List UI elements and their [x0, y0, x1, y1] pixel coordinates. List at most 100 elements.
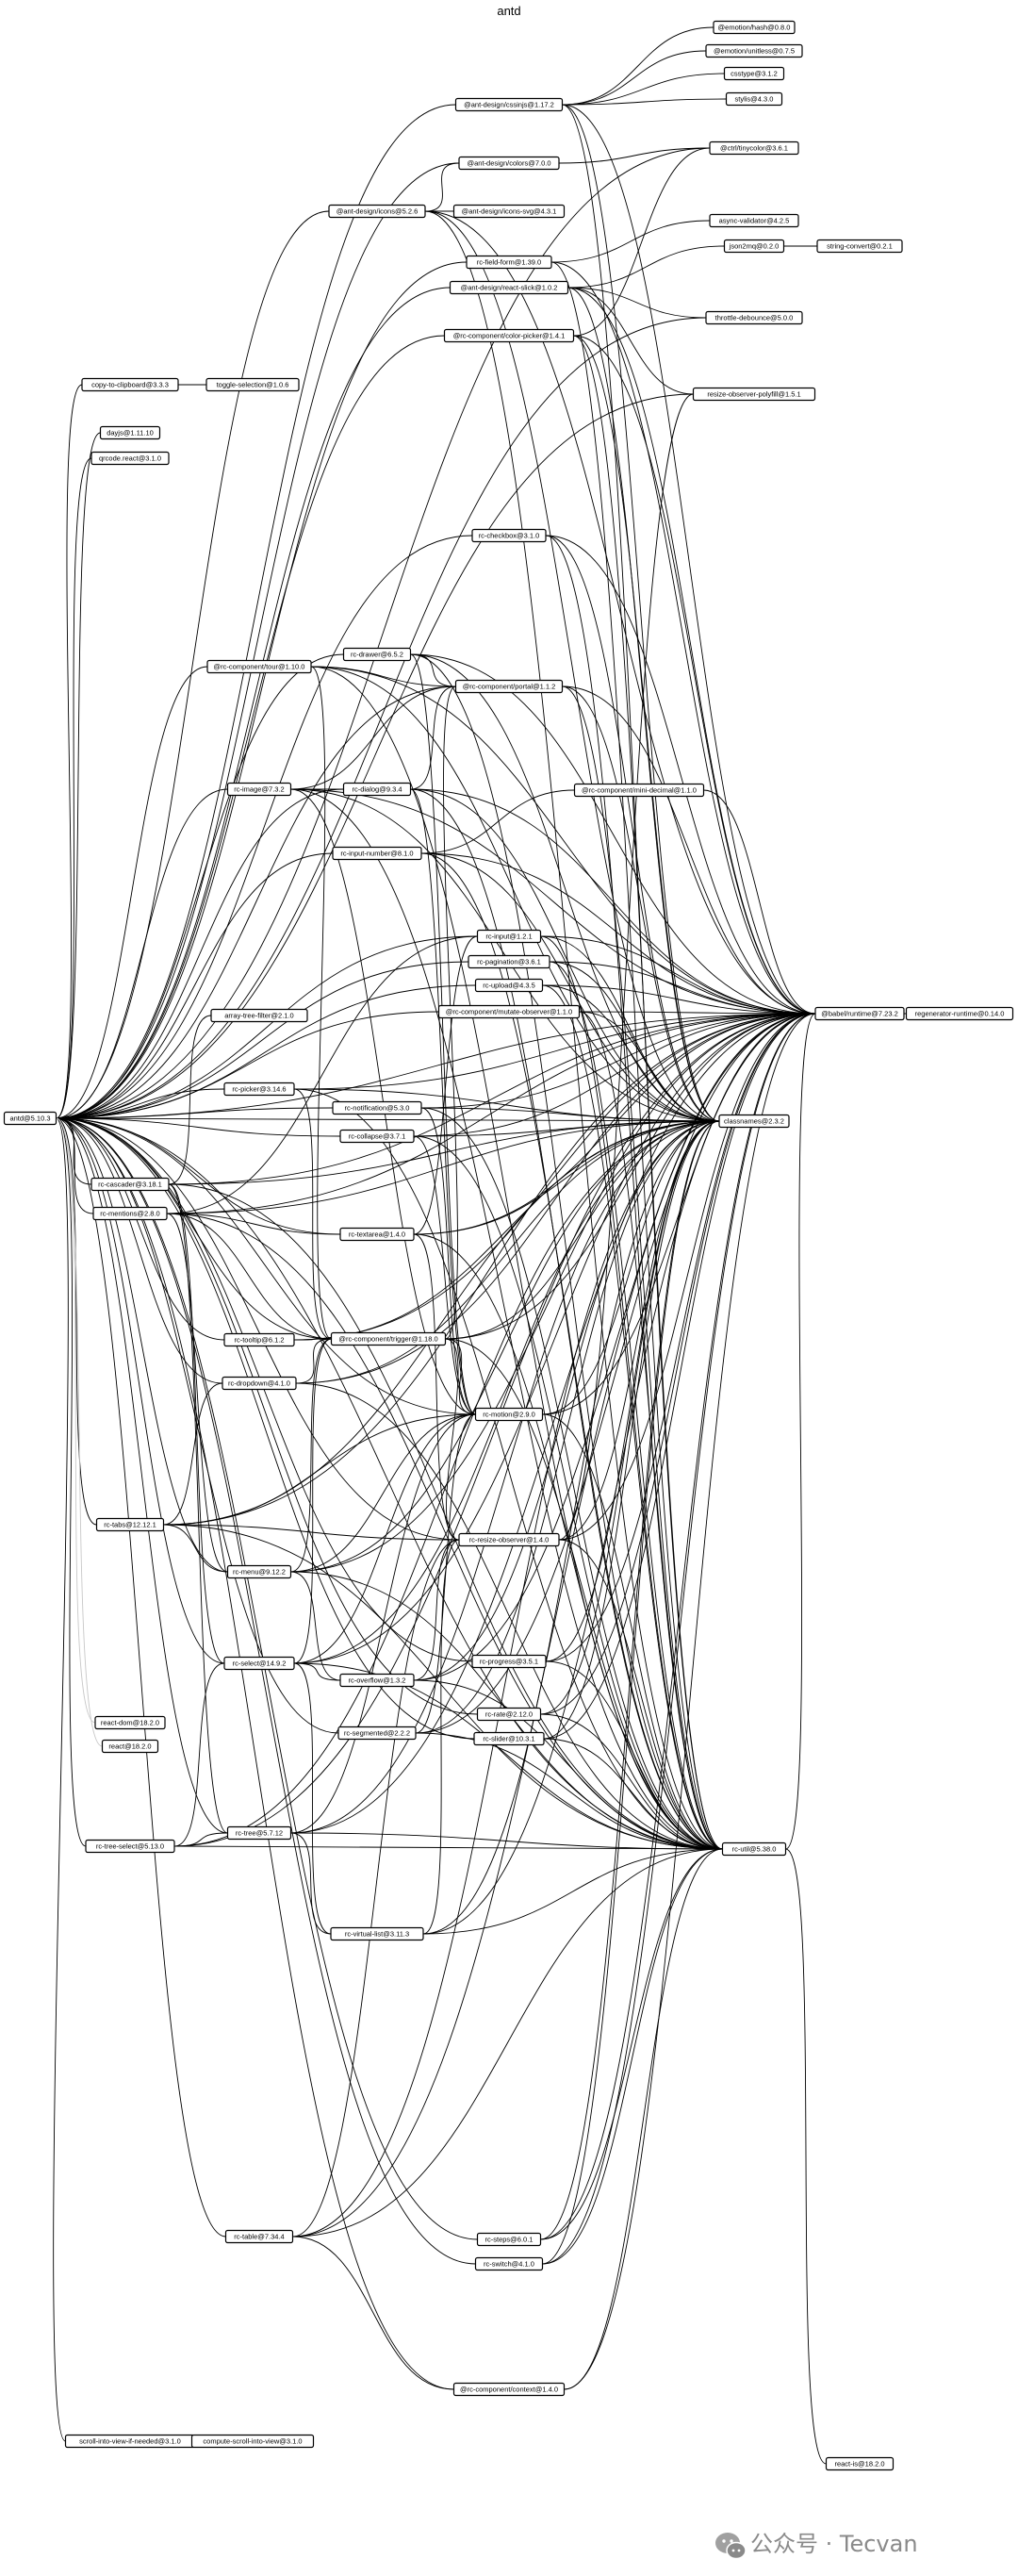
- edge-antd-to-slider: [56, 1117, 475, 1740]
- edge-progress-to-classnames: [545, 1120, 720, 1662]
- edge-tree-to-util: [290, 1832, 723, 1850]
- edge-steps-to-util: [540, 1848, 723, 2240]
- edge-pagination-to-babelrt: [549, 961, 816, 1015]
- node-dropdown: rc-dropdown@4.1.0: [222, 1376, 297, 1391]
- graph-title: antd: [497, 4, 520, 18]
- edge-antd-to-image: [56, 788, 228, 1119]
- edge-antd-to-switch: [56, 1117, 476, 2265]
- edge-textarea-to-util: [413, 1233, 723, 1850]
- node-menu: rc-menu@9.12.2: [226, 1564, 292, 1579]
- node-label: rc-dialog@9.3.4: [352, 785, 402, 794]
- edge-colorpicker-to-util: [573, 335, 723, 1850]
- node-label: rc-upload@4.3.5: [483, 982, 535, 990]
- node-arraytree: array-tree-filter@2.1.0: [210, 1008, 308, 1023]
- edge-antd-to-resizepoly: [56, 393, 694, 1119]
- edge-menu-to-overflow: [290, 1571, 341, 1681]
- edge-fieldform-to-util: [550, 261, 723, 1850]
- node-box: [709, 213, 799, 228]
- edge-checkbox-to-classnames: [545, 535, 720, 1122]
- edge-antd-to-collapse: [56, 1117, 341, 1137]
- node-resizeobs: rc-resize-observer@1.4.0: [458, 1532, 560, 1547]
- node-fieldform: rc-field-form@1.39.0: [466, 255, 552, 270]
- edge-antd-to-adcolors: [56, 162, 460, 1119]
- edge-cascader-to-util: [168, 1183, 723, 1850]
- node-tooltip: rc-tooltip@6.1.2: [223, 1332, 295, 1347]
- edge-input-to-babelrt: [540, 935, 816, 1015]
- edge-colorpicker-to-babelrt: [573, 335, 816, 1015]
- node-box: [339, 1673, 415, 1688]
- node-box: [692, 387, 816, 402]
- node-box: [473, 1731, 545, 1746]
- edge-antd-to-menu: [56, 1117, 228, 1573]
- node-box: [224, 2229, 294, 2244]
- edge-overflow-to-babelrt: [413, 1013, 816, 1681]
- node-box: [816, 239, 903, 254]
- node-overflow: rc-overflow@1.3.2: [339, 1673, 415, 1688]
- node-label: rc-pagination@3.6.1: [477, 958, 541, 966]
- edge-antd-to-treeselect: [56, 1117, 87, 1847]
- node-emhash: @emotion/hash@0.8.0: [713, 20, 796, 35]
- node-box: [705, 310, 803, 325]
- edge-antd-to-trigger: [56, 1117, 332, 1340]
- node-virtual: rc-virtual-list@3.11.3: [330, 1926, 424, 1941]
- node-label: rc-steps@6.0.1: [485, 2236, 534, 2244]
- edge-tooltip-to-babelrt: [293, 1013, 816, 1341]
- edge-fieldform-to-babelrt: [550, 261, 816, 1015]
- node-label: react-is@18.2.0: [834, 2460, 884, 2469]
- edge-dialog-to-motion: [410, 788, 476, 1415]
- node-box: [339, 1129, 415, 1144]
- edge-menu-to-babelrt: [290, 1013, 816, 1573]
- edge-antd-to-copyclip: [56, 384, 83, 1119]
- node-treeselect: rc-tree-select@5.13.0: [85, 1839, 175, 1854]
- node-box: [476, 1707, 542, 1722]
- node-colorpicker: @rc-component/color-picker@1.4.1: [443, 328, 575, 343]
- node-box: [814, 1006, 905, 1021]
- node-reactslick: @ant-design/react-slick@1.0.2: [449, 280, 569, 295]
- edge-menu-to-motion: [290, 1413, 476, 1573]
- edge-treeselect-to-babelrt: [173, 1013, 816, 1847]
- edge-mentions-to-babelrt: [166, 1013, 816, 1214]
- node-label: antd@5.10.3: [9, 1115, 50, 1123]
- node-label: react@18.2.0: [108, 1742, 151, 1751]
- node-label: rc-mentions@2.8.0: [100, 1210, 159, 1218]
- node-emunitless: @emotion/unitless@0.7.5: [705, 43, 803, 58]
- node-box: [458, 156, 560, 171]
- edge-resizeobs-to-util: [558, 1539, 723, 1850]
- node-motion: rc-motion@2.9.0: [474, 1407, 544, 1422]
- node-box: [718, 1114, 790, 1129]
- node-box: [725, 91, 783, 107]
- edge-segmented-to-classnames: [415, 1120, 720, 1734]
- node-box: [466, 255, 552, 270]
- node-computescroll: compute-scroll-into-view@3.1.0: [190, 2434, 315, 2449]
- node-tour: @rc-component/tour@1.10.0: [206, 659, 312, 674]
- node-select: rc-select@14.9.2: [223, 1656, 295, 1671]
- node-portal: @rc-component/portal@1.1.2: [454, 679, 564, 694]
- edge-antd-to-throttle: [56, 317, 707, 1119]
- edge-reactslick-to-resizepoly: [567, 287, 694, 395]
- node-notification: rc-notification@5.3.0: [332, 1100, 422, 1115]
- node-label: react-dom@18.2.0: [101, 1719, 159, 1727]
- node-label: rc-checkbox@3.1.0: [479, 532, 540, 540]
- edge-tabs-to-classnames: [163, 1120, 720, 1526]
- edge-steps-to-classnames: [540, 1120, 720, 2240]
- edge-inputnumber-to-minidecimal: [420, 789, 575, 854]
- edge-collapse-to-babelrt: [413, 1013, 816, 1137]
- edge-dropdown-to-trigger: [295, 1338, 332, 1384]
- edge-input-to-util: [540, 935, 723, 1850]
- edge-antd-to-resizeobs: [56, 1117, 460, 1541]
- node-box: [454, 679, 564, 694]
- edge-dialog-to-babelrt: [410, 788, 816, 1015]
- node-classnames: classnames@2.3.2: [718, 1114, 790, 1129]
- edge-antd-to-checkbox: [56, 535, 473, 1119]
- node-label: string-convert@0.2.1: [827, 242, 893, 251]
- node-label: rc-overflow@1.3.2: [349, 1676, 406, 1685]
- node-throttle: throttle-debounce@5.0.0: [705, 310, 803, 325]
- edge-context-to-util: [564, 1848, 723, 2390]
- node-box: [471, 528, 547, 543]
- node-box: [339, 1227, 415, 1242]
- edge-cssinjs-to-emunitless: [562, 50, 707, 106]
- edge-reactslick-to-babelrt: [567, 287, 816, 1015]
- edge-cssinjs-to-csstype: [562, 73, 725, 106]
- node-label: @ant-design/colors@7.0.0: [467, 159, 550, 168]
